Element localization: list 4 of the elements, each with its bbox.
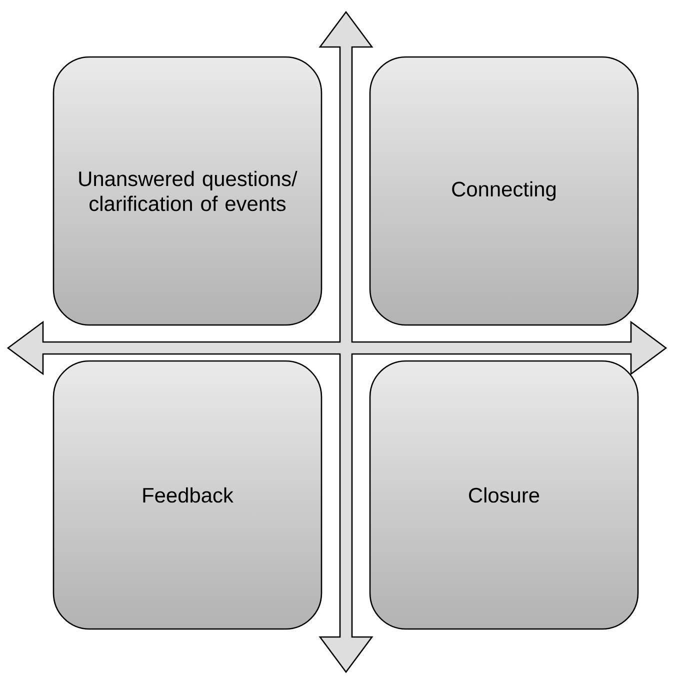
quadrant-box: Unanswered questions/ clarification of events [52, 56, 322, 326]
quadrant-box: Connecting [369, 56, 639, 326]
quadrant-box: Feedback [52, 360, 322, 630]
quadrant-box: Closure [369, 360, 639, 630]
